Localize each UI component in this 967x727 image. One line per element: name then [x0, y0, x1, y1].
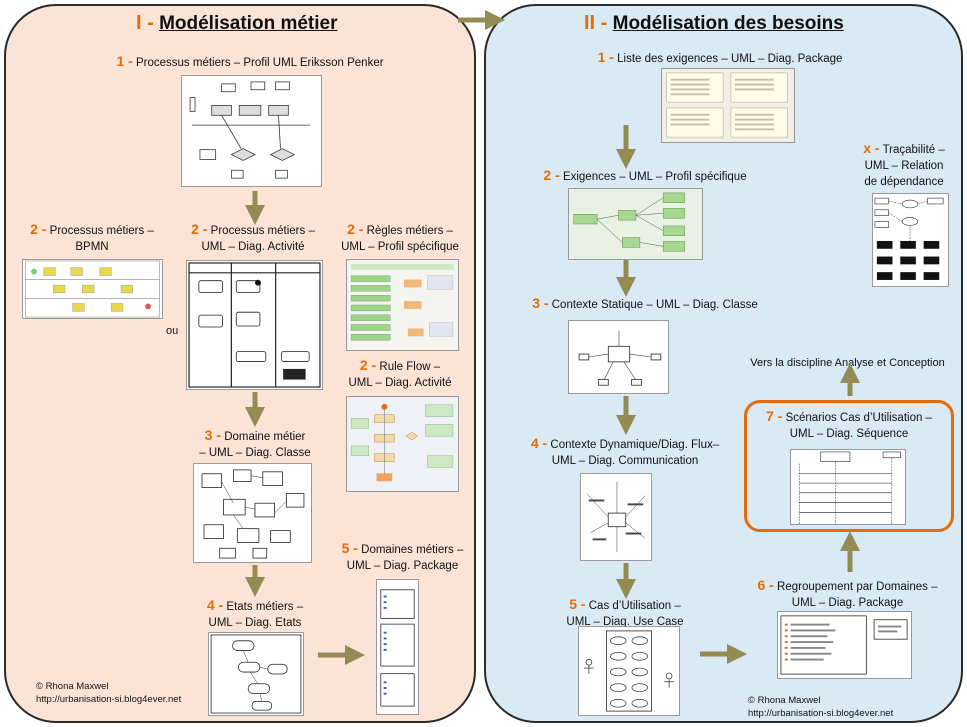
communication-diagram-thumbnail [580, 473, 652, 561]
label-dynamic-context: 4 - Contexte Dynamique/Diag. Flux–UML – … [530, 435, 720, 467]
use-case-diagram-thumbnail [578, 626, 680, 716]
label-business-domain: 3 - Domaine métier– UML – Diag. Classe [199, 427, 311, 459]
left-title-number: I - [136, 12, 154, 34]
scenario-highlight-box [744, 400, 954, 532]
requirements-profile-thumbnail [568, 188, 703, 260]
label-rule-flow: 2 - Rule Flow –UML – Diag. Activité [348, 357, 452, 389]
label-business-rules: 2 - Règles métiers –UML – Profil spécifi… [341, 221, 459, 253]
label-business-domains-package: 5 - Domaines métiers –UML – Diag. Packag… [341, 540, 464, 572]
right-title-text: Modélisation des besoins [612, 13, 844, 34]
label-static-context: 3 - Contexte Statique – UML – Diag. Clas… [532, 295, 758, 311]
label-business-process-bpmn: 2 - Processus métiers –BPMN [30, 221, 154, 253]
label-business-states: 4 - Etats métiers –UML – Diag. Etats [206, 597, 304, 629]
label-requirements-list: 1 - Liste des exigences – UML – Diag. Pa… [597, 49, 843, 65]
activity-diagram-thumbnail [186, 260, 323, 390]
or-label: ou [166, 325, 179, 337]
left-title-text: Modélisation métier [159, 13, 338, 34]
traceability-diagram-thumbnail [872, 193, 949, 287]
right-title-number: II - [584, 12, 608, 34]
label-business-process-activity: 2 - Processus métiers –UML – Diag. Activ… [191, 221, 315, 253]
left-panel-title: I - Modélisation métier [136, 12, 337, 35]
right-panel-title: II - Modélisation des besoins [584, 12, 844, 35]
sequence-diagram-thumbnail [790, 449, 906, 525]
domain-class-diagram-thumbnail [193, 463, 312, 563]
label-domain-grouping: 6 - Regroupement par Domaines –UML – Dia… [757, 577, 938, 609]
requirements-list-thumbnail [661, 68, 795, 143]
bpmn-diagram-thumbnail [22, 259, 163, 319]
business-rules-diagram-thumbnail [346, 259, 459, 351]
eriksson-penker-diagram-thumbnail [181, 75, 322, 187]
label-towards-analysis: Vers la discipline Analyse et Conception [750, 357, 945, 369]
domain-grouping-package-thumbnail [777, 611, 912, 679]
static-context-class-thumbnail [568, 320, 669, 394]
label-use-case-scenarios: 7 - Scénarios Cas d’Utilisation –UML – D… [766, 408, 932, 440]
label-use-cases: 5 - Cas d’Utilisation –UML – Diag. Use C… [566, 596, 684, 628]
rule-flow-diagram-thumbnail [346, 396, 459, 492]
business-domains-package-thumbnail [376, 579, 419, 715]
label-requirements-profile: 2 - Exigences – UML – Profil spécifique [543, 167, 747, 183]
label-business-process-eriksson: 1 - Processus métiers – Profil UML Eriks… [116, 53, 384, 69]
state-diagram-thumbnail [208, 632, 304, 716]
